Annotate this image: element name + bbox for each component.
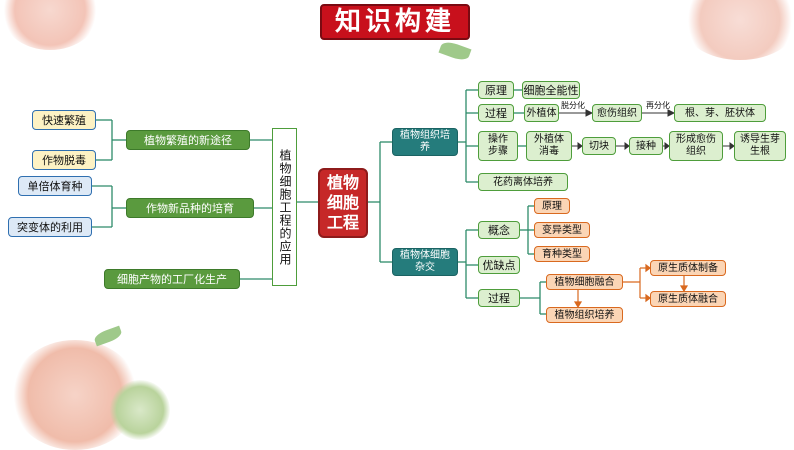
tc-steps-text: 操作步骤 xyxy=(488,134,508,157)
tc-process-text: 过程 xyxy=(485,106,507,120)
fusion-process-node: 过程 xyxy=(478,289,520,307)
fusion-tissue-culture-node: 植物组织培养 xyxy=(546,307,623,323)
pros-cons-text: 优缺点 xyxy=(482,258,516,272)
fusion-process-text: 过程 xyxy=(488,291,510,305)
haploid-breeding-node: 单倍体育种 xyxy=(18,176,92,196)
explant-text: 外植体 xyxy=(526,107,557,119)
propagation-node: 植物繁殖的新途径 xyxy=(126,130,250,150)
somatic-hybridization-text: 植物体细胞杂交 xyxy=(400,250,450,273)
haploid-breeding-text: 单倍体育种 xyxy=(27,179,83,193)
tissue-culture-node: 植物组织培养 xyxy=(392,128,458,156)
application-node: 植物细胞工程的应用 xyxy=(272,128,297,286)
organs-node: 根、芽、胚状体 xyxy=(674,104,766,122)
tc-principle-value-text: 细胞全能性 xyxy=(523,83,579,97)
mutant-use-text: 突变体的利用 xyxy=(17,220,83,234)
induce-roots-text: 诱导生芽生根 xyxy=(740,134,780,157)
breeding-text: 作物新品种的培育 xyxy=(146,201,234,215)
center-node: 植物细胞工程 xyxy=(318,168,368,238)
inoculate-text: 接种 xyxy=(636,140,656,152)
flower-decoration-bottom-left xyxy=(0,320,170,450)
tc-principle-value-node: 细胞全能性 xyxy=(522,81,580,99)
anther-culture-text: 花药离体培养 xyxy=(493,176,553,188)
industrial-production-text: 细胞产物的工厂化生产 xyxy=(117,272,227,286)
somatic-hybridization-node: 植物体细胞杂交 xyxy=(392,248,458,276)
tc-principle-node: 原理 xyxy=(478,81,514,99)
variation-type-text: 变异类型 xyxy=(542,224,582,236)
concept-text: 概念 xyxy=(488,223,510,237)
breeding-type-node: 育种类型 xyxy=(534,246,590,262)
protoplast-fusion-node: 原生质体融合 xyxy=(650,291,726,307)
sterilize-text: 外植体消毒 xyxy=(534,134,564,157)
form-callus-text: 形成愈伤组织 xyxy=(676,134,716,157)
explant-node: 外植体 xyxy=(524,104,559,122)
tissue-culture-text: 植物组织培养 xyxy=(400,130,450,153)
inoculate-node: 接种 xyxy=(629,137,663,155)
breeding-type-text: 育种类型 xyxy=(542,248,582,260)
center-node-text: 植物细胞工程 xyxy=(326,173,359,232)
breeding-node: 作物新品种的培育 xyxy=(126,198,254,218)
redifferentiation-label: 再分化 xyxy=(646,101,670,110)
dedifferentiation-label: 脱分化 xyxy=(561,101,585,110)
anther-culture-node: 花药离体培养 xyxy=(478,173,568,191)
cell-fusion-text: 植物细胞融合 xyxy=(554,276,615,288)
detoxification-node: 作物脱毒 xyxy=(32,150,96,170)
callus-text: 愈伤组织 xyxy=(597,107,637,119)
cut-text: 切块 xyxy=(589,140,609,152)
application-node-text: 植物细胞工程的应用 xyxy=(278,148,292,266)
pros-cons-node: 优缺点 xyxy=(478,256,520,274)
detoxification-text: 作物脱毒 xyxy=(42,153,86,167)
tc-principle-text: 原理 xyxy=(485,83,507,97)
tc-process-node: 过程 xyxy=(478,104,514,122)
cut-node: 切块 xyxy=(582,137,616,155)
flower-decoration-top-left xyxy=(0,0,120,60)
form-callus-node: 形成愈伤组织 xyxy=(669,131,723,161)
concept-principle-node: 原理 xyxy=(534,198,570,214)
rapid-propagation-node: 快速繁殖 xyxy=(32,110,96,130)
propagation-text: 植物繁殖的新途径 xyxy=(144,133,232,147)
organs-text: 根、芽、胚状体 xyxy=(685,107,755,119)
callus-node: 愈伤组织 xyxy=(592,104,642,122)
flower-decoration-top-right xyxy=(660,0,794,70)
tc-steps-node: 操作步骤 xyxy=(478,131,518,161)
rapid-propagation-text: 快速繁殖 xyxy=(42,113,86,127)
industrial-production-node: 细胞产物的工厂化生产 xyxy=(104,269,240,289)
cell-fusion-node: 植物细胞融合 xyxy=(546,274,623,290)
variation-type-node: 变异类型 xyxy=(534,222,590,238)
protoplast-prep-node: 原生质体制备 xyxy=(650,260,726,276)
concept-principle-text: 原理 xyxy=(542,200,562,212)
mutant-use-node: 突变体的利用 xyxy=(8,217,92,237)
concept-node: 概念 xyxy=(478,221,520,239)
page-title: 知识构建 xyxy=(320,4,470,40)
sterilize-node: 外植体消毒 xyxy=(526,131,572,161)
fusion-tissue-culture-text: 植物组织培养 xyxy=(554,309,615,321)
protoplast-fusion-text: 原生质体融合 xyxy=(658,293,718,305)
protoplast-prep-text: 原生质体制备 xyxy=(658,262,718,274)
induce-roots-node: 诱导生芽生根 xyxy=(734,131,786,161)
